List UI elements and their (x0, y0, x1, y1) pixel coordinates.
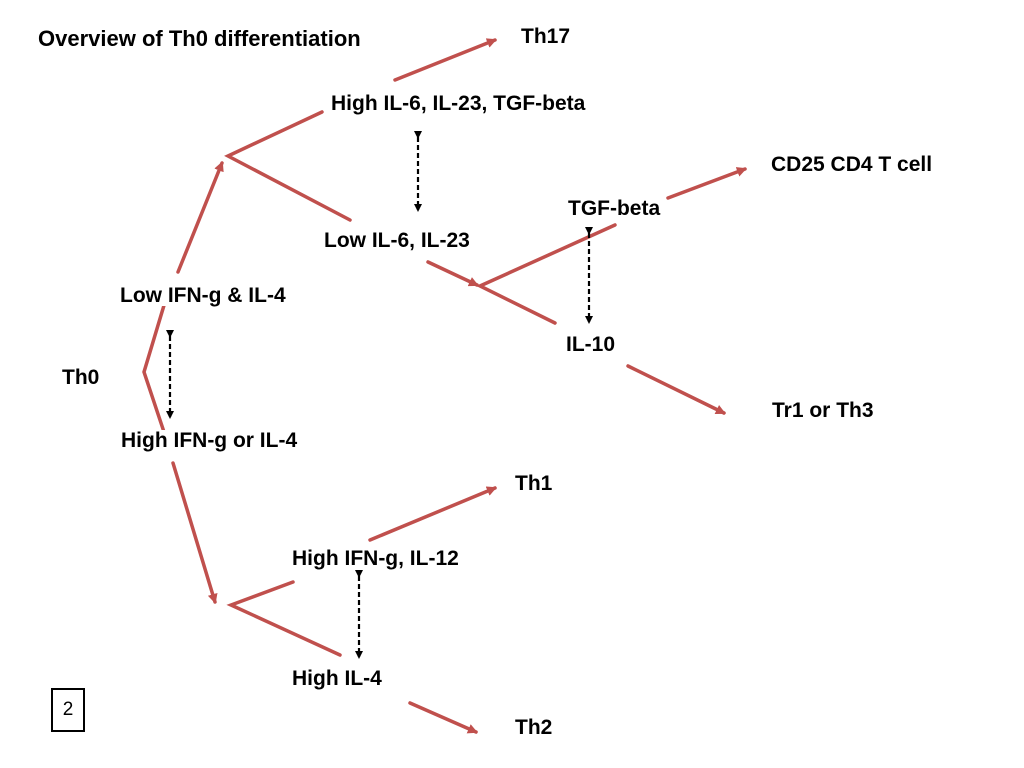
arrow-to-mid-fork (426, 260, 479, 287)
page-number-box: 2 (51, 688, 85, 732)
red-connectors (142, 38, 747, 734)
node-high-ifng-il12: High IFN-g, IL-12 (290, 547, 461, 570)
node-high-ifng-or-il4: High IFN-g or IL-4 (119, 429, 300, 452)
arrow-to-th2 (408, 701, 478, 734)
node-low-il6-il23: Low IL-6, IL-23 (322, 229, 472, 252)
outcome-th2: Th2 (513, 716, 555, 739)
arrow-to-th1 (368, 486, 497, 542)
th0-branch-line (142, 300, 167, 437)
outcome-th1: Th1 (513, 472, 555, 495)
node-il10: IL-10 (564, 333, 618, 356)
upper-fork-line (224, 110, 352, 222)
arrow-to-cd25 (666, 167, 747, 200)
arrow-to-tr1 (626, 364, 726, 415)
arrow-to-th17 (393, 38, 497, 82)
node-high-il4: High IL-4 (290, 667, 384, 690)
lower-fork-line (226, 580, 342, 657)
node-tgf-beta: TGF-beta (566, 197, 663, 220)
node-low-ifng-il4: Low IFN-g & IL-4 (118, 284, 288, 307)
arrow-low-to-upper-fork (176, 161, 224, 274)
mid-fork-line (475, 223, 617, 325)
dashed-connectors (166, 131, 593, 659)
outcome-th17: Th17 (519, 25, 573, 48)
page-title: Overview of Th0 differentiation (38, 26, 361, 51)
outcome-cd25-cd4: CD25 CD4 T cell (769, 153, 935, 176)
outcome-tr1-th3: Tr1 or Th3 (770, 399, 876, 422)
arrow-high-to-lower-fork (171, 461, 218, 604)
node-th0: Th0 (60, 366, 102, 389)
node-high-il6-il23-tgfb: High IL-6, IL-23, TGF-beta (329, 92, 588, 115)
